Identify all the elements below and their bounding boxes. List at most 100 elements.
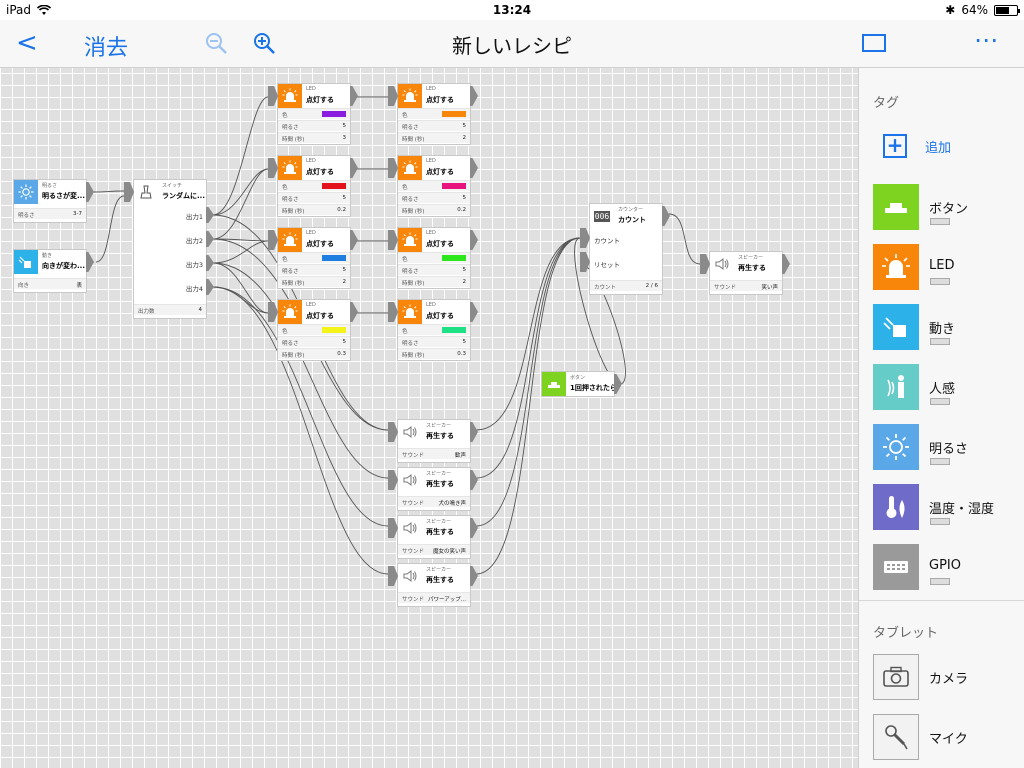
output-port[interactable] [350,86,358,106]
led-color-param[interactable]: 色 [398,252,470,263]
output-port-1[interactable] [206,207,214,223]
speaker-node[interactable]: スピーカー再生するサウンドパワーアップ... [388,564,478,606]
input-port-count[interactable] [580,228,590,248]
speaker-node[interactable]: スピーカー再生するサウンド歓声 [388,420,478,462]
input-port[interactable] [388,230,398,250]
input-port[interactable] [268,302,278,322]
led-duration-param[interactable]: 時間 (秒)0.2 [278,204,350,215]
output-port[interactable] [86,182,94,202]
output-port[interactable] [470,158,478,178]
node-param[interactable]: サウンド犬の鳴き声 [398,496,470,507]
node-param[interactable]: サウンドパワーアップ... [398,592,470,603]
output-port[interactable] [470,566,478,586]
output-port[interactable] [470,302,478,322]
output-port[interactable] [782,254,790,274]
node-param[interactable]: 向き表 [14,278,86,289]
input-port[interactable] [268,158,278,178]
output-port[interactable] [662,206,670,226]
output-port[interactable] [614,374,622,394]
input-port[interactable] [388,470,398,490]
input-port[interactable] [388,518,398,538]
led-duration-param[interactable]: 時間 (秒)2 [398,132,470,143]
zoom-out-button[interactable] [204,31,228,61]
input-port[interactable] [268,86,278,106]
sidebar-tag[interactable]: LED [873,244,1013,292]
led-color-param[interactable]: 色 [278,252,350,263]
led-color-param[interactable]: 色 [278,324,350,335]
clear-button[interactable]: 消去 [84,36,129,61]
output-port[interactable] [470,422,478,442]
sidebar-tag[interactable]: 動き [873,304,1013,352]
led-color-param[interactable]: 色 [278,180,350,191]
output-port-3[interactable] [206,255,214,271]
input-port[interactable] [388,566,398,586]
speaker-node[interactable]: スピーカー再生するサウンド魔女の笑い声 [388,516,478,558]
sidebar-tag[interactable]: 明るさ [873,424,1013,472]
output-port[interactable] [470,230,478,250]
input-port[interactable] [388,158,398,178]
led-duration-param[interactable]: 時間 (秒)2 [398,276,470,287]
led-color-param[interactable]: 色 [398,324,470,335]
sidebar-tag[interactable]: ボタン [873,184,1013,232]
node-param[interactable]: サウンド笑い声 [710,280,782,291]
led-duration-param[interactable]: 時間 (秒)0.3 [398,348,470,359]
node-param[interactable]: サウンド歓声 [398,448,470,459]
led-duration-param[interactable]: 時間 (秒)0.2 [398,204,470,215]
sidebar-tag[interactable]: 人感 [873,364,1013,412]
add-tag-button[interactable]: + 追加 [883,134,951,158]
output-port[interactable] [470,470,478,490]
zoom-in-button[interactable] [252,31,276,61]
input-port[interactable] [124,182,134,202]
input-port-reset[interactable] [580,252,590,272]
output-port-2[interactable] [206,231,214,247]
back-button[interactable]: < [16,28,38,58]
sidebar-tag[interactable]: GPIO [873,544,1013,592]
input-port[interactable] [388,422,398,442]
output-port-4[interactable] [206,279,214,295]
laugh-speaker-node[interactable]: スピーカー 再生する サウンド笑い声 [700,252,790,294]
output-port[interactable] [470,86,478,106]
input-port[interactable] [388,302,398,322]
output-port[interactable] [350,158,358,178]
speaker-node[interactable]: スピーカー再生するサウンド犬の鳴き声 [388,468,478,510]
output-port[interactable] [470,518,478,538]
led-duration-param[interactable]: 時間 (秒)2 [278,276,350,287]
input-port[interactable] [700,254,710,274]
output-port[interactable] [86,252,94,272]
layout-toggle-button[interactable] [862,33,886,58]
tablet-item-microphone[interactable]: マイク [873,714,1013,762]
tablet-item-camera[interactable]: カメラ [873,654,1013,702]
more-button[interactable]: ⋯ [974,26,1000,54]
button-node[interactable]: ボタン 1回押されたら [542,372,622,396]
led-color-param[interactable]: 色 [398,180,470,191]
led-color-param[interactable]: 色 [278,108,350,119]
led-color-param[interactable]: 色 [398,108,470,119]
input-port[interactable] [268,230,278,250]
input-port[interactable] [388,86,398,106]
sidebar-tag[interactable]: 温度・湿度 [873,484,1013,532]
motion-sensor-node[interactable]: 動き 向きが変わ... 向き表 [14,250,94,292]
node-param[interactable]: サウンド魔女の笑い声 [398,544,470,555]
led-duration-param[interactable]: 時間 (秒)3 [278,132,350,143]
